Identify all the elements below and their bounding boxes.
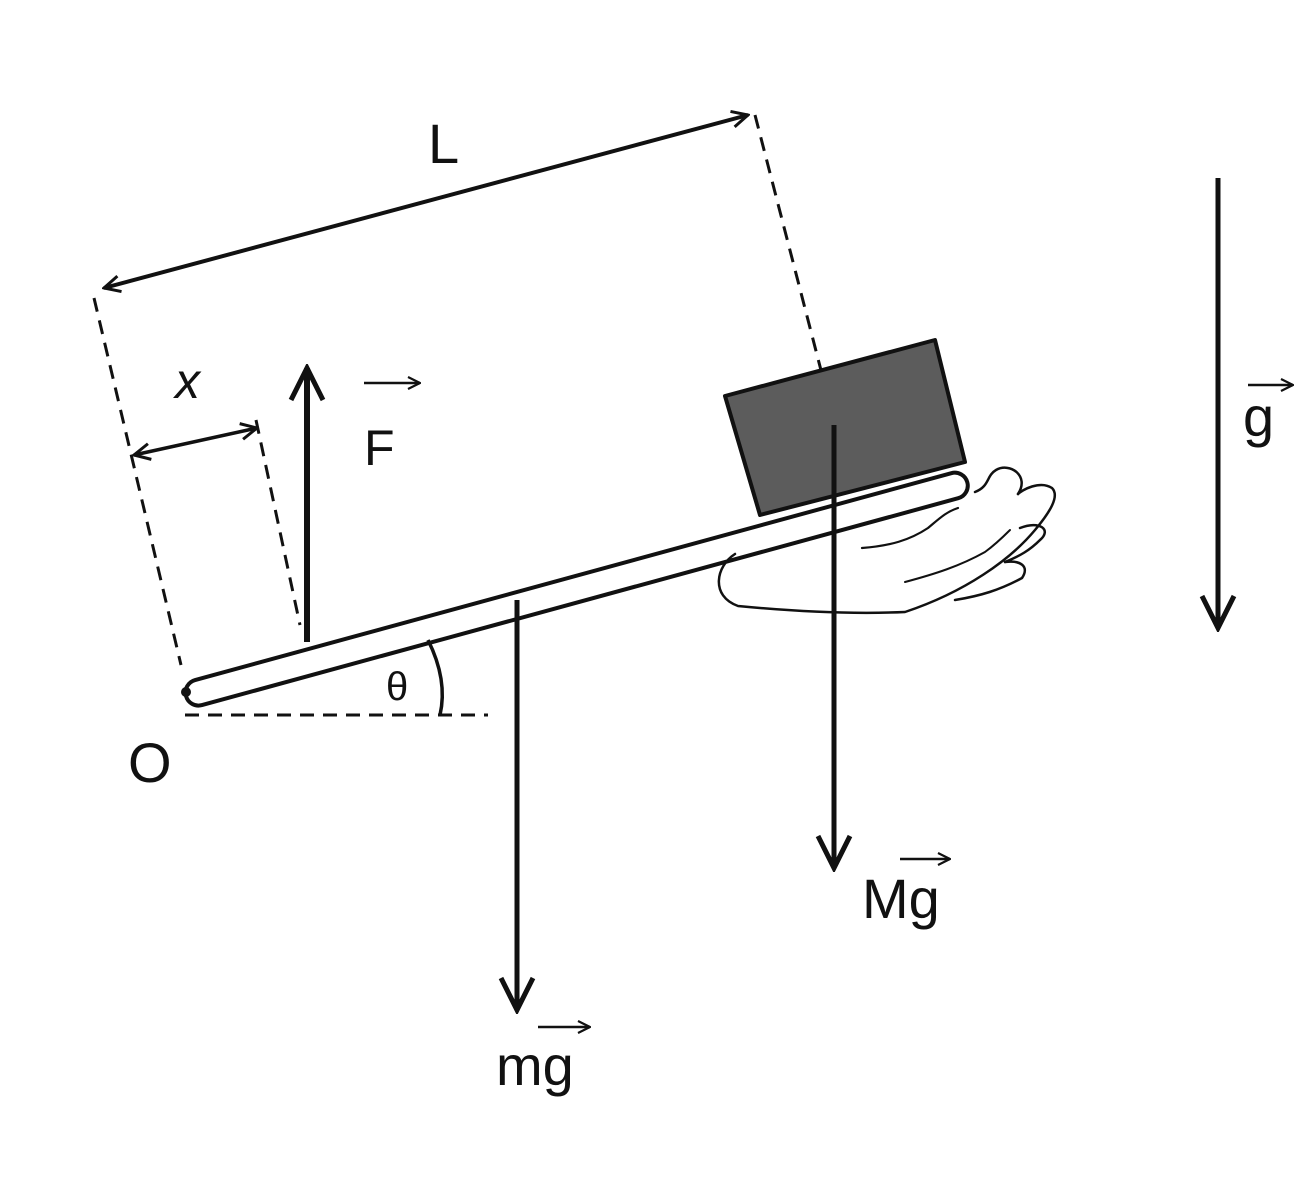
hand-palm-crease	[904, 529, 1011, 583]
pivot-label: O	[128, 731, 172, 794]
rod-weight-label: mg	[496, 1034, 574, 1097]
length-label: L	[428, 112, 459, 175]
hand-icon	[717, 483, 1057, 614]
angle-arc	[426, 639, 444, 716]
distance-dimension-arrow	[134, 428, 257, 455]
angle-label: θ	[386, 665, 408, 709]
length-dimension-arrow	[104, 115, 748, 288]
length-extension-right	[753, 114, 825, 379]
distance-extension-line	[254, 419, 302, 626]
hand-finger-3	[953, 560, 1027, 602]
force-label: F	[364, 420, 395, 476]
rod	[183, 470, 970, 708]
block-weight-label: Mg	[862, 867, 940, 930]
hand-finger-1	[973, 466, 1023, 496]
length-extension-left	[92, 297, 183, 666]
gravity-label: g	[1243, 385, 1274, 448]
block	[723, 338, 967, 517]
hand-finger-2	[1003, 523, 1046, 564]
hand-thumb	[860, 506, 960, 550]
distance-label: x	[173, 353, 202, 409]
pivot-pin	[181, 687, 191, 697]
